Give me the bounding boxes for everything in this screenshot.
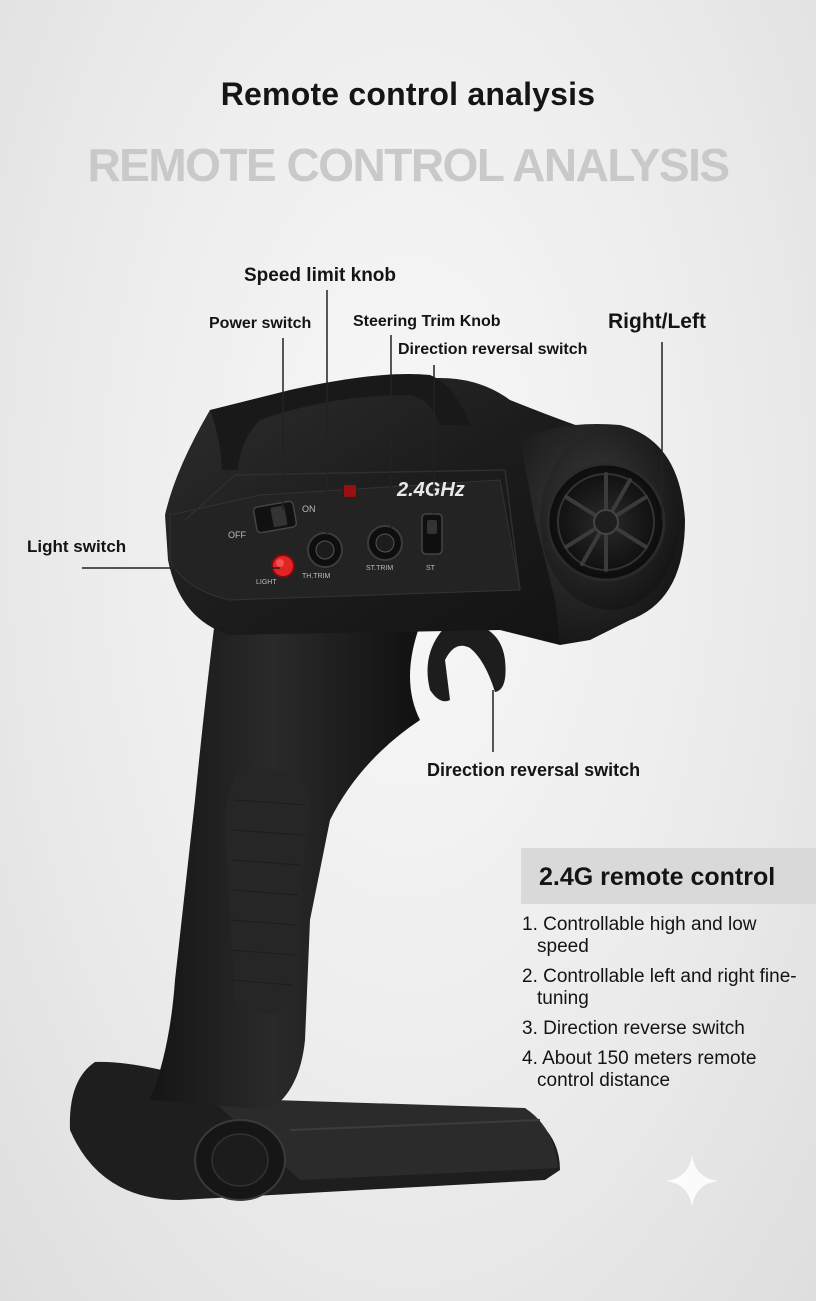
- callout-speed-limit-knob: Speed limit knob: [244, 265, 397, 286]
- feature-item: 2. Controllable left and right fine-tuni…: [522, 966, 797, 1009]
- on-marking: ON: [302, 504, 316, 514]
- feature-item: 1. Controllable high and low speed: [522, 914, 757, 957]
- base-stand: [69, 1061, 561, 1201]
- sparkle-icon: [666, 1155, 718, 1207]
- page-title: Remote control analysis: [220, 76, 596, 112]
- callout-power-switch: Power switch: [209, 315, 312, 332]
- info-title: 2.4G remote control: [539, 863, 776, 891]
- st-marking: ST: [426, 565, 436, 572]
- page-subtitle-watermark: REMOTE CONTROL ANALYSIS: [87, 139, 730, 191]
- info-title-box: 2.4G remote control: [521, 848, 816, 904]
- callout-light-switch: Light switch: [27, 537, 127, 556]
- callout-right-left: Right/Left: [608, 310, 706, 333]
- callout-trigger-direction-reversal: Direction reversal switch: [427, 760, 641, 780]
- st-trim-marking: ST.TRIM: [366, 565, 393, 572]
- light-button: [271, 554, 295, 578]
- frequency-marking: 2.4GHz: [396, 479, 465, 501]
- off-marking: OFF: [228, 530, 246, 540]
- power-led: [342, 483, 358, 499]
- controller-head: 2.4GHz OFF ON LIGHT TH.TRIM ST.TRIM ST: [165, 374, 600, 645]
- light-marking: LIGHT: [256, 579, 277, 586]
- feature-item: 3. Direction reverse switch: [522, 1018, 745, 1039]
- steering-wheel: [520, 424, 685, 645]
- throttle-trigger: [427, 621, 506, 702]
- feature-item: 4. About 150 meters remote control dista…: [522, 1048, 757, 1091]
- th-trim-marking: TH.TRIM: [302, 573, 331, 580]
- callout-steering-trim-knob: Steering Trim Knob: [353, 313, 501, 330]
- callout-lines: [82, 290, 663, 752]
- feature-list: 1. Controllable high and low speed 2. Co…: [522, 914, 812, 1100]
- callout-direction-reversal-switch: Direction reversal switch: [398, 341, 588, 358]
- pistol-grip: [150, 620, 420, 1110]
